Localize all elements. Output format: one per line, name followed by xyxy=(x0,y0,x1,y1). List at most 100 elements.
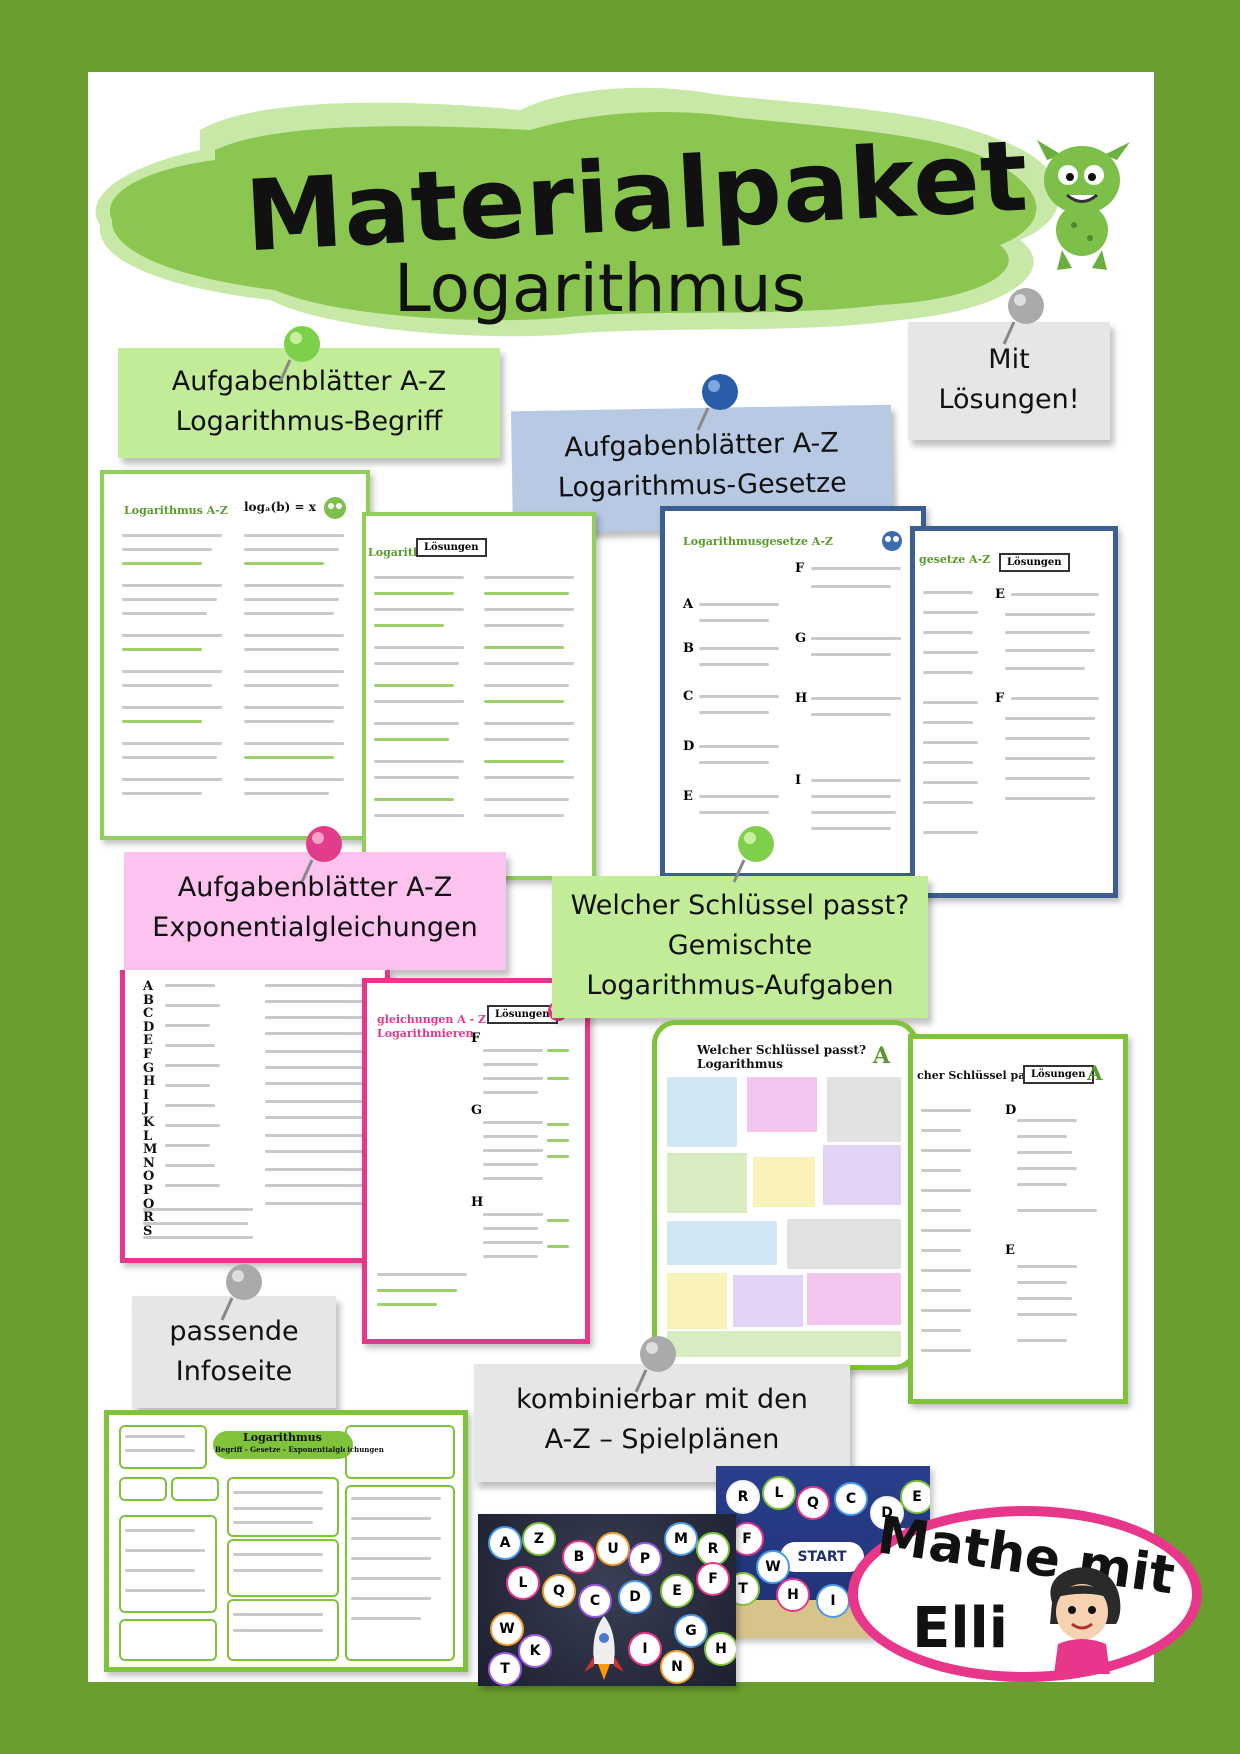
label-schluessel-line1: Welcher Schlüssel passt? xyxy=(570,890,910,921)
blue-pin-icon xyxy=(696,374,738,431)
label-spielplaene: kombinierbar mit den A-Z – Spielplänen xyxy=(474,1364,850,1482)
letter-j: J xyxy=(143,1101,150,1117)
board-letter-b: B xyxy=(562,1540,596,1574)
letter-q: Q xyxy=(143,1196,155,1212)
label-begriff-line2: Logarithmus-Begriff xyxy=(175,406,443,437)
letter-p: P xyxy=(143,1182,153,1198)
label-begriff: Aufgabenblätter A-Z Logarithmus-Begriff xyxy=(118,348,500,458)
board-letter-n: N xyxy=(660,1650,694,1684)
board-letter-l: L xyxy=(762,1476,796,1510)
letter-g: G xyxy=(143,1060,155,1076)
logo-line2: Elli xyxy=(912,1596,1008,1661)
info-page: Logarithmus Begriff - Gesetze - Exponent… xyxy=(104,1410,468,1672)
monster-mascot-icon xyxy=(1037,140,1130,270)
board-letter-q: Q xyxy=(542,1574,576,1608)
worksheet-schluessel-sub: Logarithmus xyxy=(697,1057,783,1071)
letter-o: O xyxy=(143,1169,155,1185)
worksheet-exponential-header: gleichungen A - Z xyxy=(377,1013,487,1026)
label-schluessel-line2: Gemischte xyxy=(667,930,813,961)
letter-m: M xyxy=(143,1142,158,1158)
board-letter-w: W xyxy=(490,1612,524,1646)
board-letter-t: T xyxy=(488,1652,522,1686)
board-letter-r: R xyxy=(726,1480,760,1514)
letter-s: S xyxy=(143,1223,153,1239)
label-loesungen-line2: Lösungen! xyxy=(938,384,1080,415)
worksheet-gesetze-loesung-header: gesetze A-Z xyxy=(919,553,991,566)
elli-girl-icon xyxy=(1050,1567,1121,1674)
worksheet-gesetze-loesung: gesetze A-Z Lösungen E F xyxy=(910,526,1118,898)
letter-e: E xyxy=(143,1033,153,1049)
board-letter-z: Z xyxy=(522,1522,556,1556)
rocket-icon xyxy=(584,1616,624,1680)
label-spielplaene-line1: kombinierbar mit den xyxy=(516,1384,808,1415)
label-begriff-line1: Aufgabenblätter A-Z xyxy=(171,366,447,397)
worksheet-begriff-formula: logₐ(b) = x xyxy=(244,500,316,514)
letter-h: H xyxy=(143,1074,156,1090)
pink-pin-icon xyxy=(300,826,342,883)
loesungen-badge-1: Lösungen xyxy=(416,538,487,557)
board-letter-u: U xyxy=(596,1532,630,1566)
board-letter-w: W xyxy=(756,1550,790,1584)
letter-b: B xyxy=(143,992,154,1008)
loesungen-badge-4: Lösungen xyxy=(1023,1065,1094,1084)
label-loesungen: Mit Lösungen! xyxy=(908,322,1110,440)
grey-pin-icon xyxy=(1002,288,1044,345)
worksheet-schluessel-loesung: cher Schlüssel passt? Lösungen A D E xyxy=(908,1034,1128,1404)
board-letter-r: R xyxy=(696,1532,730,1566)
board-letter-c: C xyxy=(834,1482,868,1516)
letter-a: A xyxy=(143,979,154,994)
worksheet-begriff-loesung: Logarithmus A-Z Lösungen xyxy=(362,512,596,880)
monster-small-icon xyxy=(324,497,346,519)
worksheet-gesetze-header: Logarithmusgesetze A-Z xyxy=(683,535,833,548)
label-exponential: Aufgabenblätter A-Z Exponentialgleichung… xyxy=(124,852,506,970)
board-letter-e: E xyxy=(900,1480,930,1514)
loesungen-badge-2: Lösungen xyxy=(999,553,1070,572)
loesungen-badge-3: Lösungen xyxy=(487,1005,558,1024)
label-exponential-line2: Exponentialgleichungen xyxy=(152,912,478,943)
letter-k: K xyxy=(143,1114,155,1130)
letter-f: F xyxy=(143,1046,153,1062)
board-letter-f: F xyxy=(696,1562,730,1596)
board-letter-a: A xyxy=(488,1526,522,1560)
board-letter-g: G xyxy=(674,1614,708,1648)
label-exponential-line1: Aufgabenblätter A-Z xyxy=(177,872,453,903)
letter-c: C xyxy=(143,1006,154,1022)
title-sub: Logarithmus xyxy=(393,250,807,327)
worksheet-schluessel-header: Welcher Schlüssel passt? xyxy=(697,1043,866,1057)
letter-d: D xyxy=(143,1019,155,1035)
label-schluessel-line3: Logarithmus-Aufgaben xyxy=(586,970,894,1001)
grey-pin-2-icon xyxy=(220,1264,262,1321)
board-letter-i: I xyxy=(816,1584,850,1618)
board-letter-m: M xyxy=(664,1522,698,1556)
logo-mathe-mit-elli xyxy=(848,1506,1202,1682)
label-gesetze-line2: Logarithmus-Gesetze xyxy=(557,467,847,504)
letter-l: L xyxy=(143,1128,153,1144)
board-letter-q: Q xyxy=(796,1486,830,1520)
board-letter-c: C xyxy=(578,1584,612,1618)
board-letter-k: K xyxy=(518,1634,552,1668)
letter-n: N xyxy=(143,1155,155,1171)
worksheet-exponential-loesung: gleichungen A - Z Logarithmieren Lösunge… xyxy=(362,978,590,1344)
board-start-label: START xyxy=(780,1542,864,1572)
green-pin-2-icon xyxy=(732,826,774,883)
info-page-sub: Begriff - Gesetze - Exponentialgleichung… xyxy=(215,1445,384,1454)
board-letter-l: L xyxy=(506,1566,540,1600)
board-letter-e: E xyxy=(660,1574,694,1608)
worksheet-begriff-header: Logarithmus A-Z xyxy=(124,504,228,517)
label-schluessel: Welcher Schlüssel passt? Gemischte Logar… xyxy=(552,876,928,1018)
letter-r: R xyxy=(143,1210,154,1226)
label-infoseite: passende Infoseite xyxy=(132,1296,336,1408)
worksheet-schluessel: Welcher Schlüssel passt? Logarithmus A xyxy=(652,1020,918,1370)
label-loesungen-line1: Mit xyxy=(988,344,1030,375)
label-infoseite-line1: passende xyxy=(169,1316,299,1347)
label-spielplaene-line2: A-Z – Spielplänen xyxy=(544,1424,780,1455)
label-infoseite-line2: Infoseite xyxy=(175,1356,293,1387)
board-letter-d: D xyxy=(618,1580,652,1614)
info-page-title: Logarithmus xyxy=(243,1431,322,1444)
board-letter-h: H xyxy=(704,1632,736,1666)
board-letter-d: D xyxy=(870,1496,904,1530)
